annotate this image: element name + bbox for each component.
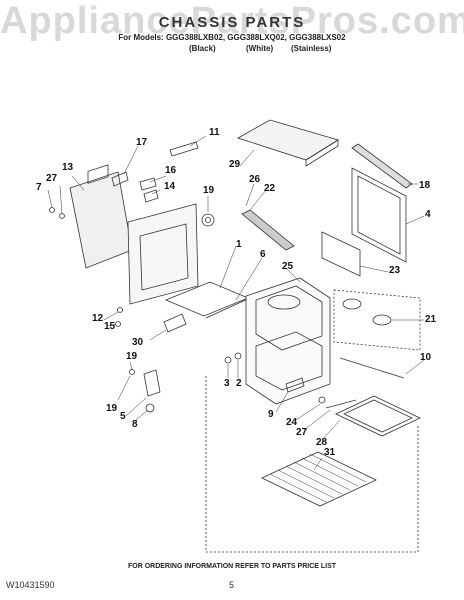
finish-white: (White): [246, 44, 274, 53]
part-leveling-leg: [145, 403, 155, 413]
callout-19b: 19: [126, 351, 138, 362]
callout-9: 9: [268, 409, 274, 420]
callout-1: 1: [236, 239, 242, 250]
callout-4: 4: [425, 209, 431, 220]
callout-14: 14: [164, 181, 176, 192]
callout-26: 26: [249, 174, 261, 185]
callout-8: 8: [132, 419, 138, 430]
callout-27: 27: [46, 173, 58, 184]
part-side-panel: [69, 171, 133, 269]
callout-23: 23: [389, 265, 401, 276]
callout-28: 28: [316, 437, 328, 448]
callout-16: 16: [165, 165, 177, 176]
callout-15: 15: [104, 321, 116, 332]
part-knob-24: [318, 396, 326, 404]
part-probe: [339, 357, 405, 379]
part-grommet: [201, 213, 215, 227]
callout-27b: 27: [296, 427, 308, 438]
part-bracket-11: [169, 141, 199, 157]
part-oven-rack: [261, 451, 377, 507]
document-number: W10431590: [6, 580, 55, 590]
part-top-panel: [237, 119, 339, 161]
part-bracket-17: [111, 171, 129, 187]
callout-2: 2: [236, 378, 242, 389]
callout-3: 3: [224, 378, 230, 389]
callout-12: 12: [92, 313, 104, 324]
part-screw-3: [224, 356, 232, 364]
finish-stainless: (Stainless): [291, 44, 332, 53]
callout-25: 25: [282, 261, 294, 272]
part-bracket-30: [163, 313, 187, 333]
part-screw-7: [49, 207, 55, 213]
callout-11: 11: [209, 127, 220, 138]
part-hinge-bracket: [143, 369, 161, 397]
part-screw-12: [117, 307, 123, 313]
part-broiler-pan: [335, 395, 421, 437]
page-title: CHASSIS PARTS: [158, 14, 306, 31]
part-back-panel: [127, 203, 199, 305]
part-door-trim: [351, 143, 413, 189]
callout-31: 31: [324, 447, 336, 458]
part-screw-27: [59, 213, 65, 219]
callout-30: 30: [132, 337, 144, 348]
callout-21: 21: [425, 314, 437, 325]
part-burner-1: [342, 298, 362, 310]
callout-5: 5: [120, 411, 126, 422]
finish-black: (Black): [189, 44, 216, 53]
callout-10: 10: [420, 352, 432, 363]
callout-17: 17: [136, 137, 148, 148]
part-bracket-9: [285, 377, 305, 393]
part-clip-16: [139, 177, 157, 191]
part-rod: [205, 297, 251, 319]
callout-24: 24: [286, 417, 298, 428]
callout-18: 18: [419, 180, 431, 191]
part-plate: [321, 231, 361, 277]
part-screw-19b: [129, 369, 135, 375]
callout-13: 13: [62, 162, 74, 173]
part-clip-14: [143, 189, 159, 203]
callout-29: 29: [229, 159, 241, 170]
callout-22: 22: [264, 183, 276, 194]
callout-19c: 19: [106, 403, 118, 414]
callout-7: 7: [36, 182, 42, 193]
part-screw-15: [115, 321, 121, 327]
models-line: For Models: GGG388LXB02, GGG388LXQ02, GG…: [118, 33, 346, 42]
part-rod-27: [325, 399, 357, 409]
ordering-note: FOR ORDERING INFORMATION REFER TO PARTS …: [127, 563, 337, 570]
callout-6: 6: [260, 249, 266, 260]
part-burner-2: [372, 314, 392, 326]
watermark-logo: AppliancePartsPros.com: [0, 0, 464, 42]
page-number: 5: [229, 580, 235, 590]
part-oven-cavity: [245, 277, 331, 405]
part-screw-2: [234, 352, 242, 360]
part-rail: [241, 209, 295, 251]
callout-19: 19: [203, 185, 215, 196]
part-door-frame: [351, 167, 407, 263]
